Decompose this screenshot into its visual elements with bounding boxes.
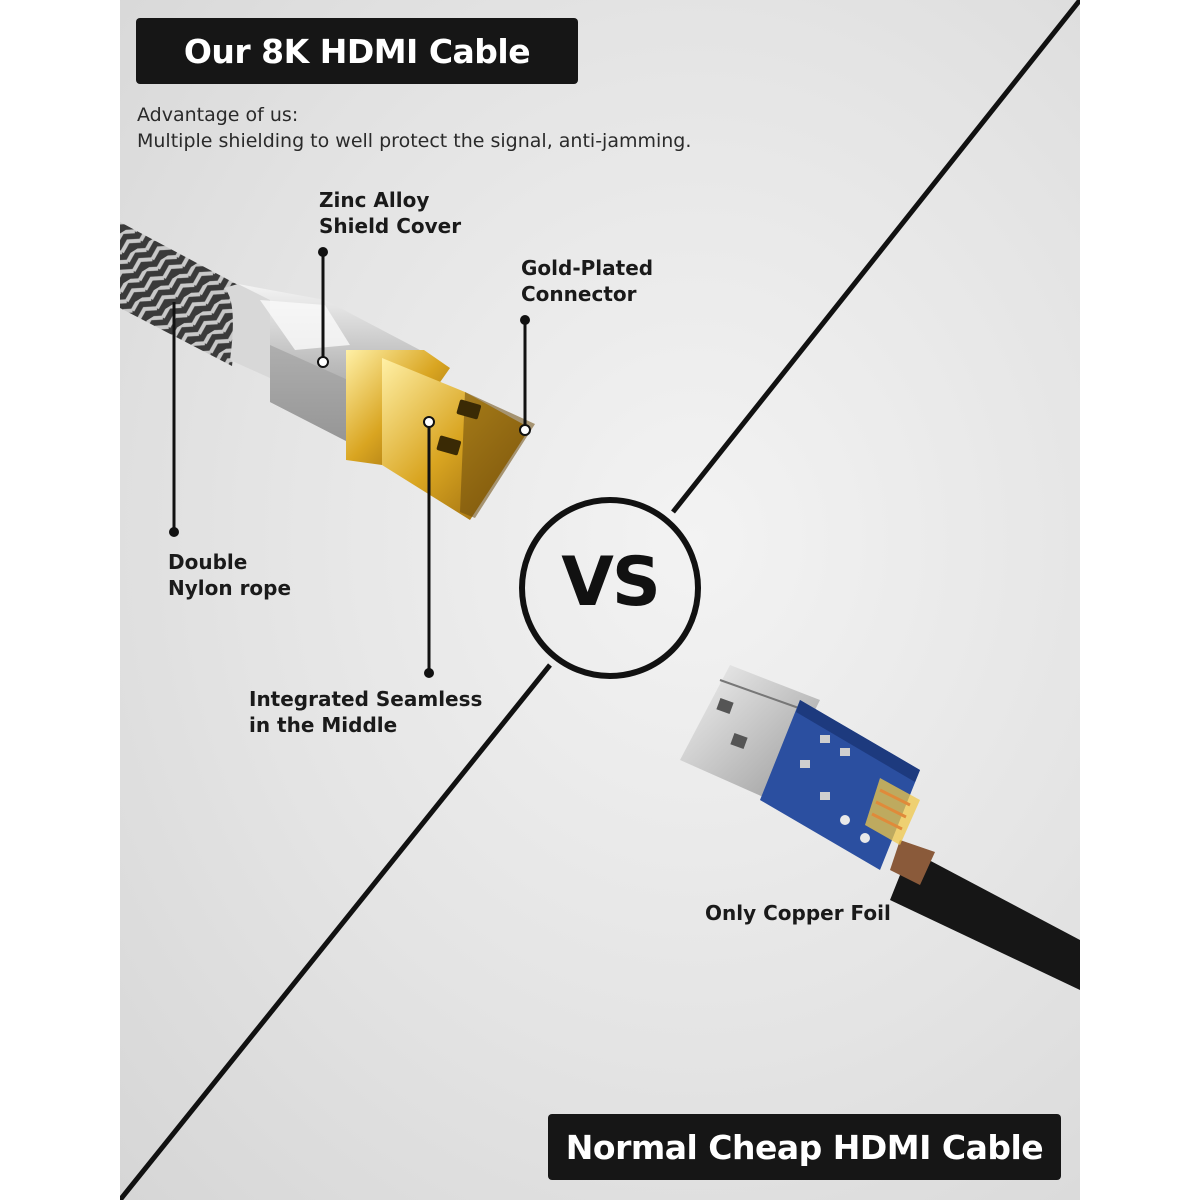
- label-gold-line2: Connector: [521, 282, 637, 306]
- label-gold-line1: Gold-Plated: [521, 256, 654, 280]
- label-nylon-rope: Double Nylon rope: [168, 549, 291, 601]
- label-zinc-line2: Shield Cover: [319, 214, 462, 238]
- callout-seamless: [423, 416, 435, 678]
- advantage-text: Multiple shielding to well protect the s…: [137, 130, 692, 152]
- label-seamless-line2: in the Middle: [249, 713, 398, 737]
- label-copper-foil: Only Copper Foil: [705, 901, 891, 925]
- label-zinc-line1: Zinc Alloy: [319, 188, 430, 212]
- gold-connector: [346, 350, 535, 520]
- vs-label: VS: [561, 543, 661, 622]
- callout-zinc: [317, 247, 329, 368]
- callout-gold: [519, 315, 531, 436]
- title-cheap-cable: Normal Cheap HDMI Cable: [548, 1114, 1061, 1180]
- label-nylon-line1: Double: [168, 550, 248, 574]
- label-zinc-alloy: Zinc Alloy Shield Cover: [319, 187, 461, 239]
- label-nylon-line2: Nylon rope: [168, 576, 292, 600]
- divider-line-lower: [120, 663, 552, 1200]
- divider-line-upper: [671, 0, 1080, 514]
- black-cable: [890, 840, 1080, 990]
- pcb-board: [760, 700, 920, 870]
- label-integrated-seamless: Integrated Seamless in the Middle: [249, 686, 482, 738]
- callout-nylon: [169, 302, 179, 537]
- braided-cable: [120, 222, 240, 366]
- label-seamless-line1: Integrated Seamless: [249, 687, 483, 711]
- title-our-cable: Our 8K HDMI Cable: [136, 18, 578, 84]
- comparison-stage: VS Our 8K HDMI Cable Normal Cheap HDMI C…: [120, 0, 1080, 1200]
- illustration-layer: [120, 0, 1080, 1200]
- vs-circle: [519, 497, 701, 679]
- label-gold-plated: Gold-Plated Connector: [521, 255, 653, 307]
- advantage-heading: Advantage of us:: [137, 104, 299, 126]
